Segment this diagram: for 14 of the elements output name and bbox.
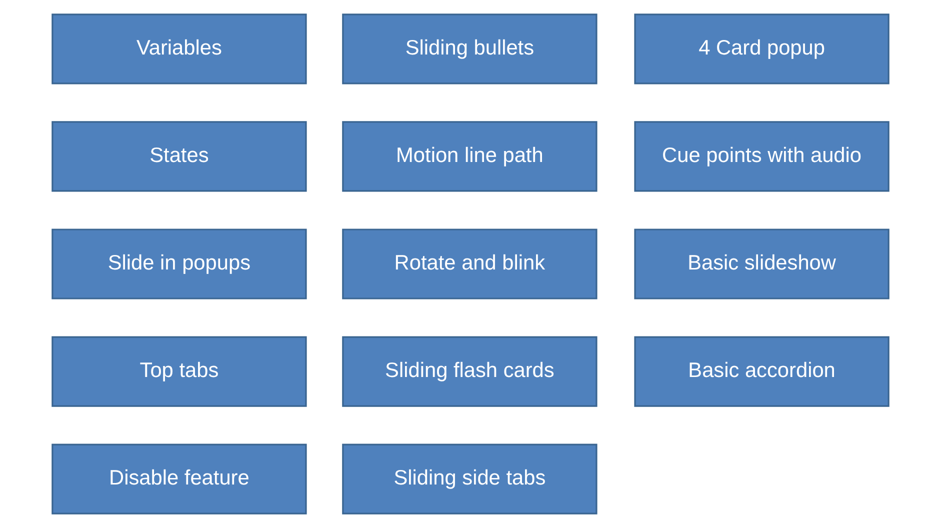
node-box: Sliding flash cards — [342, 336, 597, 407]
node-box: Disable feature — [51, 444, 306, 514]
node-box: Basic slideshow — [634, 228, 889, 300]
node-box: States — [51, 121, 306, 192]
node-box: Sliding bullets — [342, 14, 597, 84]
node-box: Sliding side tabs — [342, 444, 597, 514]
node-box: Cue points with audio — [634, 121, 889, 192]
node-box: Top tabs — [51, 336, 306, 407]
node-box: Slide in popups — [51, 228, 306, 300]
node-box: 4 Card popup — [634, 14, 889, 84]
node-box: Motion line path — [342, 121, 597, 192]
node-box: Variables — [51, 14, 306, 84]
node-box: Basic accordion — [634, 336, 889, 407]
node-box: Rotate and blink — [342, 228, 597, 300]
